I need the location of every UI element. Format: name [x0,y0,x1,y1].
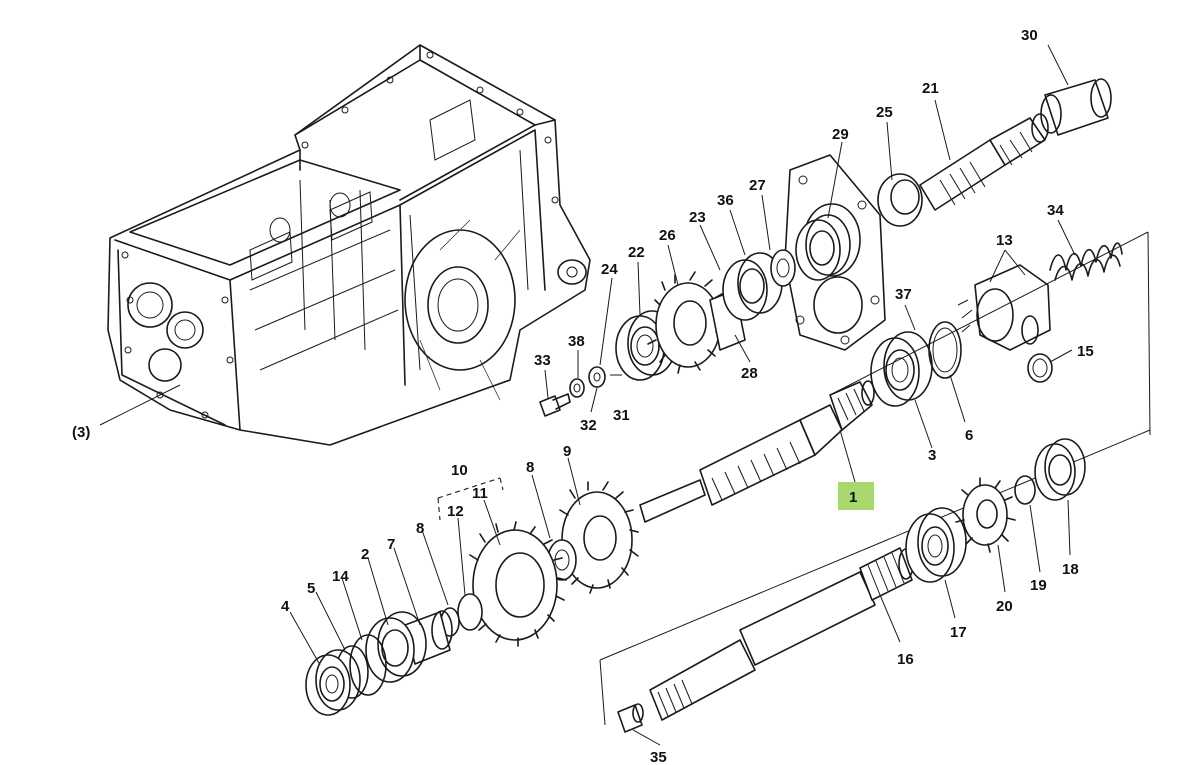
label-part-9[interactable]: 9 [563,443,571,460]
bushing-35 [617,703,644,733]
ring-25 [877,173,923,227]
label-part-19[interactable]: 19 [1030,577,1047,594]
label-part-17[interactable]: 17 [950,624,967,641]
label-part-13[interactable]: 13 [996,232,1013,249]
label-part-30[interactable]: 30 [1021,27,1038,44]
label-part-2[interactable]: 2 [361,546,369,563]
bearing-18 [1034,438,1086,501]
label-part-4[interactable]: 4 [281,598,290,615]
shaft-21 [919,113,1049,211]
lower-right-assembly [599,231,1151,733]
bearing-22 [615,310,677,381]
label-part-3[interactable]: 3 [928,447,936,464]
label-part-33[interactable]: 33 [534,352,551,369]
seal-27 [770,249,796,287]
gear-11 [467,521,567,647]
label-part-22[interactable]: 22 [628,244,645,261]
label-part-21[interactable]: 21 [922,80,939,97]
label-part-32[interactable]: 32 [580,417,597,434]
bearing-2 [365,611,427,683]
label-part-26[interactable]: 26 [659,227,676,244]
part-1-highlight [838,482,874,510]
label-part-5[interactable]: 5 [307,580,315,597]
label-part-7[interactable]: 7 [387,536,395,553]
label-part-15[interactable]: 15 [1077,343,1094,360]
label-part-25[interactable]: 25 [876,104,893,121]
label-part-31[interactable]: 31 [613,407,630,424]
label-part-29[interactable]: 29 [832,126,849,143]
bushing-30 [1040,78,1112,136]
label-part-20[interactable]: 20 [996,598,1013,615]
label-part-12[interactable]: 12 [447,503,464,520]
label-part-38[interactable]: 38 [568,333,585,350]
label-part-23[interactable]: 23 [689,209,706,226]
bolt-33 [539,393,571,417]
gear-20 [955,477,1016,553]
label-part-11[interactable]: 11 [472,485,488,502]
label-part-10[interactable]: 10 [451,462,468,479]
label-part-8-lower[interactable]: 8 [416,520,424,537]
label-part-6[interactable]: 6 [965,427,973,444]
bearing-4 [305,649,361,716]
label-part-24[interactable]: 24 [601,261,618,278]
part-labels[interactable]: 1 2 3 (3) 4 5 6 7 8 8 9 10 11 12 13 14 1… [72,27,1094,765]
main-shaft [639,380,875,523]
snap-ring-15 [1027,353,1053,383]
label-part-14[interactable]: 14 [332,568,349,585]
bearing-29 [795,214,851,281]
leader-lines [99,44,1076,746]
label-part-8-upper[interactable]: 8 [526,459,534,476]
snap-ring-19 [1014,475,1036,505]
washer-12 [457,593,483,631]
label-part-35[interactable]: 35 [650,749,667,765]
label-part-3-case[interactable]: (3) [72,424,90,441]
washer-38 [569,378,585,398]
washer-32 [588,366,606,388]
label-part-37[interactable]: 37 [895,286,912,303]
label-part-18[interactable]: 18 [1062,561,1079,578]
lower-left-assembly [305,477,639,716]
label-part-28[interactable]: 28 [741,365,758,382]
label-part-1[interactable]: 1 [849,489,857,506]
shaft-16 [649,547,914,721]
label-part-36[interactable]: 36 [717,192,734,209]
ring-14 [349,634,387,696]
label-part-27[interactable]: 27 [749,177,766,194]
snap-ring-6 [928,321,962,379]
label-part-34[interactable]: 34 [1047,202,1064,219]
spring-34 [1049,242,1123,281]
bearing-17 [905,507,967,583]
upper-shaft-assembly [539,78,1112,417]
shift-fork-13 [957,264,1051,351]
transmission-case [107,44,591,446]
label-part-16[interactable]: 16 [897,651,914,668]
